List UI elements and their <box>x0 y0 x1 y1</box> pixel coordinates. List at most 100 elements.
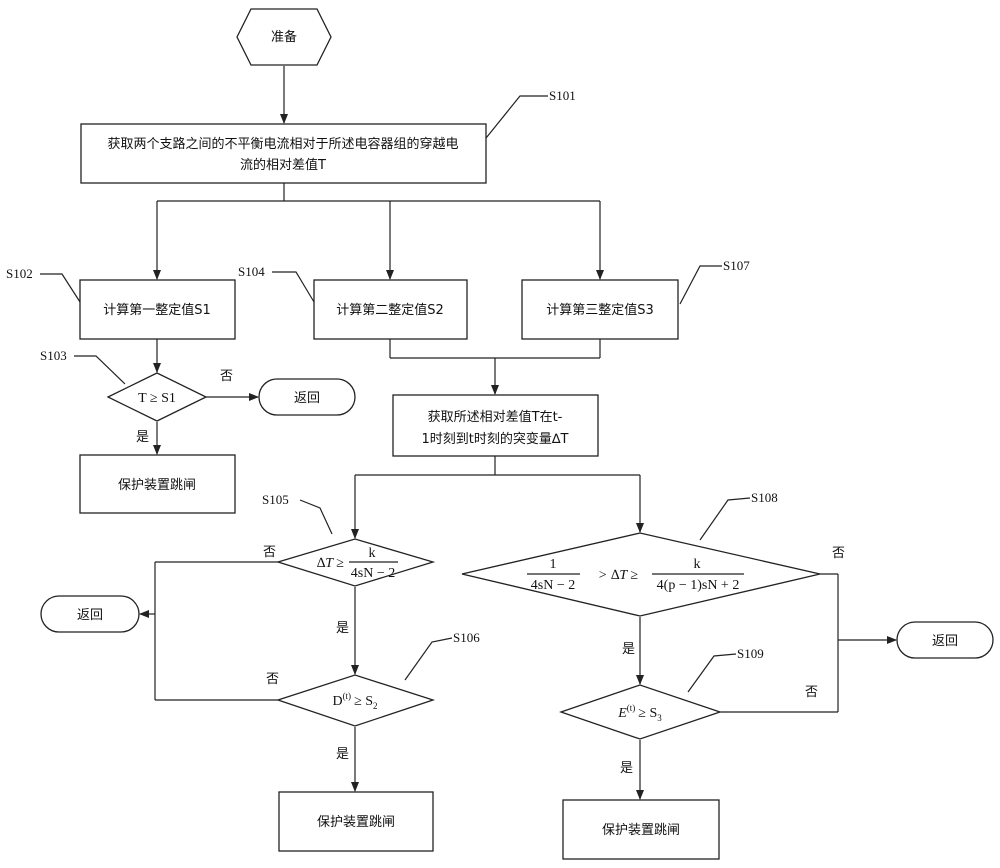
cond-d-label: D(t)≥ S2 <box>332 691 377 711</box>
trip1-node: 保护装置跳闸 <box>79 454 236 514</box>
return1-label: 返回 <box>294 391 320 406</box>
step-label-s108: S108 <box>751 490 778 505</box>
cond-dt2-middle: > ∆T ≥ <box>598 568 639 583</box>
leader-s109 <box>687 653 737 693</box>
calc-s3-node: 计算第三整定值S3 <box>521 279 679 340</box>
leader-s101 <box>477 95 548 149</box>
return3-terminal <box>896 621 994 659</box>
leader-s104 <box>272 271 315 303</box>
cond-e-rel: ≥ S <box>638 706 657 721</box>
trip1-label: 保护装置跳闸 <box>118 478 196 493</box>
cond-dt2-numerator1: 1 <box>550 557 557 572</box>
step-label-s104: S104 <box>238 264 265 279</box>
leader-s106 <box>404 637 453 681</box>
step-leaders <box>40 95 751 693</box>
step-label-s105: S105 <box>262 492 289 507</box>
step-label-s101: S101 <box>549 88 576 103</box>
leader-s103 <box>74 355 126 385</box>
cond-s1-label: T ≥ S1 <box>138 391 176 406</box>
label-yes-s108: 是 <box>622 642 635 657</box>
return3-label: 返回 <box>932 634 958 649</box>
start-label: 准备 <box>271 29 297 45</box>
calc-s1-label: 计算第一整定值S1 <box>103 302 211 318</box>
cond-e-sup: (t) <box>627 703 636 713</box>
label-yes-s109: 是 <box>620 761 633 776</box>
start-hexagon <box>236 8 332 66</box>
cond-dt2-node: 1 4sN − 2 > ∆T ≥ k 4(p − 1)sN + 2 <box>461 532 821 617</box>
cond-e-label: E(t)≥ S3 <box>617 703 662 723</box>
cond-e-node: E(t)≥ S3 <box>558 684 723 740</box>
cond-dt2-denominator2: 4(p − 1)sN + 2 <box>657 578 740 593</box>
label-yes-s105: 是 <box>336 621 349 636</box>
trip3-box <box>562 799 720 860</box>
return2-node: 返回 <box>40 595 140 633</box>
calc-s3-box <box>521 279 679 340</box>
return1-node: 返回 <box>258 378 356 416</box>
label-no-s108: 否 <box>832 546 845 561</box>
cond-d-node: D(t)≥ S2 <box>275 674 436 727</box>
calc-s2-box <box>313 279 468 340</box>
step-label-s106: S106 <box>453 630 480 645</box>
get-dt-line1: 获取所述相对差值T在t- <box>428 409 563 425</box>
calc-s3-label: 计算第三整定值S3 <box>546 302 654 318</box>
cond-dt2-diamond <box>461 532 821 617</box>
cond-dt2-denominator1: 4sN − 2 <box>531 578 575 593</box>
trip3-label: 保护装置跳闸 <box>602 823 680 838</box>
step-label-s109: S109 <box>737 646 764 661</box>
get-dt-node: 获取所述相对差值T在t- 1时刻到t时刻的突变量∆T <box>392 394 599 457</box>
cond-e-diamond <box>558 684 723 740</box>
label-no-s105: 否 <box>263 545 276 560</box>
calc-s2-label: 计算第二整定值S2 <box>336 302 444 318</box>
trip1-box <box>79 454 236 514</box>
cond-dt1-node: ∆T ≥ k 4sN − 2 <box>275 538 436 587</box>
trip2-node: 保护装置跳闸 <box>278 791 434 852</box>
label-no-s103: 否 <box>220 369 233 384</box>
leader-s105 <box>299 499 333 535</box>
cond-d-sub: 2 <box>373 701 378 711</box>
step-label-s107: S107 <box>723 258 750 273</box>
leader-s108 <box>699 497 751 541</box>
cond-dt1-numerator: k <box>369 546 376 561</box>
label-yes-s103: 是 <box>136 430 149 445</box>
return3-node: 返回 <box>896 621 994 659</box>
cond-e-base: E <box>617 706 627 721</box>
trip2-box <box>278 791 434 852</box>
get-dt-box <box>392 394 599 457</box>
step-label-s102: S102 <box>6 266 33 281</box>
connectors <box>139 66 897 800</box>
step-labels: S101 S102 S103 S104 S105 S106 S107 S108 … <box>6 88 778 661</box>
return2-label: 返回 <box>77 608 103 623</box>
step-label-s103: S103 <box>40 348 67 363</box>
return2-terminal <box>40 595 140 633</box>
start-node: 准备 <box>236 8 332 66</box>
leader-s107 <box>679 265 722 305</box>
cond-dt1-lhs: ∆T ≥ <box>317 556 345 571</box>
calc-s1-node: 计算第一整定值S1 <box>79 279 236 340</box>
cond-e-sub: 3 <box>657 713 662 723</box>
get-t-box <box>80 123 487 184</box>
cond-dt2-numerator2: k <box>694 557 701 572</box>
get-t-line2: 流的相对差值T <box>240 157 326 173</box>
calc-s1-box <box>79 279 236 340</box>
cond-s1-diamond <box>106 372 208 422</box>
label-yes-s106: 是 <box>336 747 349 762</box>
branch-labels: 否 是 否 是 否 是 否 是 否 是 <box>136 369 845 776</box>
cond-d-sup: (t) <box>343 691 352 701</box>
label-no-s106: 否 <box>266 672 279 687</box>
cond-dt1-denominator: 4sN − 2 <box>351 566 395 581</box>
cond-d-rel: ≥ S <box>354 694 373 709</box>
get-t-line1: 获取两个支路之间的不平衡电流相对于所述电容器组的穿越电 <box>107 136 458 152</box>
get-dt-line2: 1时刻到t时刻的突变量∆T <box>421 431 568 447</box>
cond-d-diamond <box>275 674 436 727</box>
cond-s1-node: T ≥ S1 <box>106 372 208 422</box>
cond-d-base: D <box>332 694 342 709</box>
return1-terminal <box>258 378 356 416</box>
get-t-node: 获取两个支路之间的不平衡电流相对于所述电容器组的穿越电 流的相对差值T <box>80 123 487 184</box>
calc-s2-node: 计算第二整定值S2 <box>313 279 468 340</box>
leader-s102 <box>40 273 81 303</box>
label-no-s109: 否 <box>805 685 818 700</box>
trip3-node: 保护装置跳闸 <box>562 799 720 860</box>
trip2-label: 保护装置跳闸 <box>317 815 395 830</box>
